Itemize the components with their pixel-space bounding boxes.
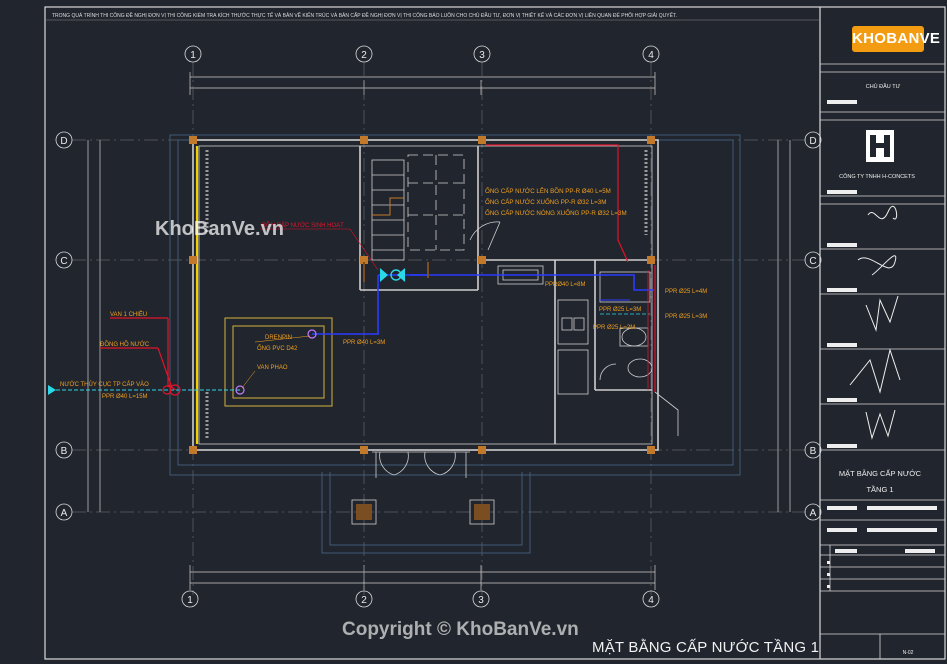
watermark-copyright: Copyright © KhoBanVe.vn xyxy=(342,619,579,640)
label-drain: DRENPIN xyxy=(265,335,292,341)
grid-bubble-row-b-right: B xyxy=(804,441,822,459)
grid-bubble-row-b-left: B xyxy=(55,441,73,459)
check-valve-icon xyxy=(162,385,172,395)
pump-icon xyxy=(363,262,429,282)
sheet-number: N-02 xyxy=(903,650,914,656)
grid-bubble-col-3-top: 3 xyxy=(473,45,491,63)
label-supply-water: BỒN CẤP NƯỚC SINH HOẠT xyxy=(262,222,344,229)
grid-bubble-col-4-top: 4 xyxy=(642,45,660,63)
label-inlet-pipe: PPR Ø40 L=15M xyxy=(102,394,148,400)
building-walls xyxy=(192,139,659,451)
column-posts xyxy=(189,136,655,454)
grid-bubble-row-a-left: A xyxy=(55,503,73,521)
grid-label: A xyxy=(810,508,817,519)
grid-label: 3 xyxy=(478,595,484,606)
staircase xyxy=(371,154,465,261)
drawing-title-line1: MẶT BẰNG CẤP NƯỚC xyxy=(839,468,922,478)
grid-label: 1 xyxy=(190,50,196,61)
label-ppr25-2m: PPR Ø25 L=2M xyxy=(593,325,635,331)
red-leaders xyxy=(100,144,656,392)
label-ppr25-3m-b: PPR Ø25 L=3M xyxy=(665,314,707,320)
grid-label: 1 xyxy=(187,595,193,606)
label-check-valve: VAN 1 CHIỀU xyxy=(110,311,147,318)
label-pipe-up: ỐNG CẤP NƯỚC LÊN BỒN PP-R Ø40 L=5M xyxy=(485,187,611,195)
grid-bubble-row-c-left: C xyxy=(55,251,73,269)
label-inlet: NƯỚC THỦY CỤC TP CẤP VÀO xyxy=(60,381,149,388)
grid-label: D xyxy=(60,136,67,147)
grid-label: B xyxy=(61,446,68,457)
grid-label: B xyxy=(810,446,817,457)
title-block xyxy=(820,63,945,659)
annotations: BỒN CẤP NƯỚC SINH HOẠT ỐNG CẤP NƯỚC LÊN … xyxy=(60,187,707,400)
inlet-arrow-icon xyxy=(48,385,56,395)
label-pipe-hot: ỐNG CẤP NƯỚC NÓNG XUỐNG PP-R Ø32 L=3M xyxy=(485,210,627,217)
bathroom-fixtures xyxy=(599,271,679,436)
grid-bubble-col-1-bottom: 1 xyxy=(181,590,199,608)
porch-columns xyxy=(351,499,495,525)
window-hatches xyxy=(205,150,648,438)
header-note: TRONG QUÁ TRÌNH THI CÔNG ĐỀ NGHỊ ĐƠN VỊ … xyxy=(52,11,677,19)
company-name: CÔNG TY TNHH H-CONCETS xyxy=(839,173,915,180)
plan-caption: MẶT BẰNG CẤP NƯỚC TẦNG 1 xyxy=(592,639,820,656)
grid-bubble-col-2-bottom: 2 xyxy=(355,590,373,608)
grid-bubble-col-4-bottom: 4 xyxy=(642,590,660,608)
label-meter: ĐỒNG HỒ NƯỚC xyxy=(100,341,150,348)
grid-label: C xyxy=(60,256,67,267)
grid-label: 2 xyxy=(361,595,367,606)
label-ppr25-4m: PPR Ø25 L=4M xyxy=(665,289,707,295)
grid-label: 3 xyxy=(479,50,485,61)
company-logo-icon xyxy=(866,130,894,162)
grid-label: A xyxy=(61,508,68,519)
grid-label: D xyxy=(809,136,816,147)
label-ppr40-3m: PPR Ø40 L=3M xyxy=(343,340,385,346)
drain-point-icon xyxy=(307,329,317,339)
label-pvc: ỐNG PVC D42 xyxy=(257,345,298,352)
front-doors xyxy=(372,451,470,478)
label-ppr25-3m-a: PPR Ø25 L=3M xyxy=(599,307,641,313)
drawing-title-line2: TẦNG 1 xyxy=(866,484,893,494)
grid-label: 4 xyxy=(648,595,654,606)
signature-marks xyxy=(849,205,901,440)
grid-bubble-row-d-left: D xyxy=(55,131,73,149)
underground-tank xyxy=(224,317,333,407)
brand-logo: KHOBANVE xyxy=(852,26,940,52)
grid-bubble-row-a-right: A xyxy=(804,503,822,521)
label-ppr40-8m: PPRØ40 L=8M xyxy=(545,282,586,288)
float-valve-icon xyxy=(235,385,245,395)
watermark-top: KhoBanVe.vn xyxy=(155,218,284,240)
grid-bubble-row-d-right: D xyxy=(804,131,822,149)
grid-bubble-col-3-bottom: 3 xyxy=(472,590,490,608)
owner-label: CHỦ ĐẦU TƯ xyxy=(866,83,901,90)
grid-label: 2 xyxy=(361,50,367,61)
title-block-bars xyxy=(827,100,937,588)
grid-label: C xyxy=(809,256,816,267)
grid-bubble-col-1-top: 1 xyxy=(184,45,202,63)
label-float-valve: VAN PHAO xyxy=(257,365,288,371)
stair-landing xyxy=(372,197,404,216)
grid-bubble-row-c-right: C xyxy=(804,251,822,269)
grid-axes xyxy=(72,62,808,595)
label-pipe-down: ỐNG CẤP NƯỚC XUỐNG PP-R Ø32 L=3M xyxy=(485,199,606,206)
door-swing xyxy=(469,221,501,251)
sheet-border xyxy=(44,6,946,660)
meter-icon xyxy=(169,384,181,396)
grid-bubble-col-2-top: 2 xyxy=(355,45,373,63)
grid-label: 4 xyxy=(648,50,654,61)
site-outline xyxy=(169,134,741,554)
